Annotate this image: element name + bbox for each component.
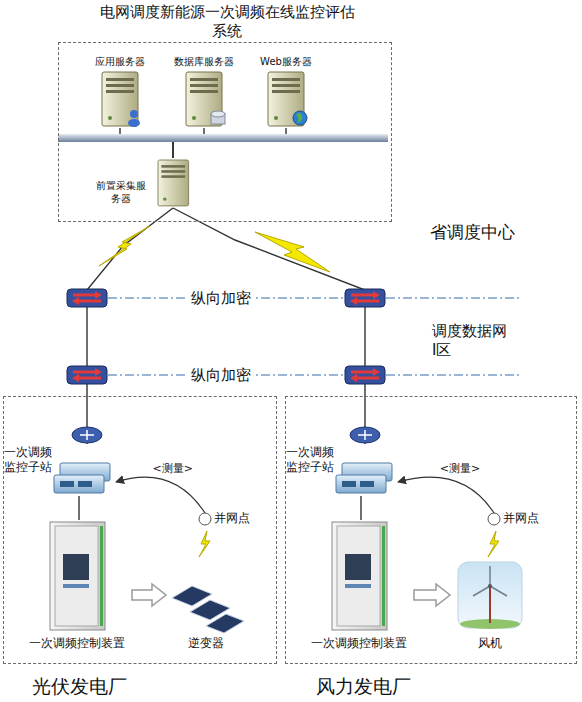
cabinet-icon bbox=[50, 522, 105, 630]
user-badge bbox=[130, 110, 138, 118]
connector-line bbox=[120, 128, 173, 158]
connector-line bbox=[116, 477, 205, 513]
turbine-sky bbox=[458, 562, 522, 628]
node-text: 数据库服务器 bbox=[172, 56, 236, 69]
node-text: 光伏发电厂 bbox=[32, 675, 172, 699]
solar-panel bbox=[206, 614, 244, 633]
connector-line bbox=[87, 208, 173, 444]
encryption-icon bbox=[67, 366, 107, 384]
connector-line bbox=[173, 128, 204, 158]
cabinet-icon bbox=[332, 522, 387, 630]
connector-line bbox=[173, 128, 286, 158]
node-text: 前置采集服 务器 bbox=[92, 180, 150, 205]
substation-icon bbox=[336, 463, 392, 493]
zone-line bbox=[108, 297, 520, 298]
connector-line bbox=[360, 496, 361, 520]
node-text: 电网调度新能源一次调频在线监控评估 系统 bbox=[95, 3, 359, 41]
web-server-icon bbox=[268, 72, 304, 126]
turbine-hub bbox=[488, 584, 492, 588]
node-text: 一次调频控制装置 bbox=[22, 636, 132, 651]
grid-point-circle bbox=[488, 513, 500, 525]
annotation-label: 省调度中心 bbox=[430, 222, 540, 243]
node-text: 一次调频 监控子站 bbox=[286, 445, 342, 475]
node-text: 并网点 bbox=[214, 511, 266, 526]
turbine-blades bbox=[473, 566, 507, 596]
db-badge bbox=[211, 111, 225, 117]
connector-line bbox=[78, 496, 79, 520]
node-text: 一次调频 监控子站 bbox=[4, 445, 60, 475]
node-text: 风机 bbox=[452, 636, 528, 651]
node-text: 逆变器 bbox=[168, 636, 244, 651]
block-arrow bbox=[414, 584, 450, 606]
front-server-icon bbox=[158, 160, 189, 206]
substation-icon bbox=[54, 463, 110, 493]
system-group: 电网调度新能源一次调频在线监控评估 系统应用服务器数据库服务器Web服务器前置采… bbox=[58, 42, 392, 222]
block-arrow bbox=[132, 584, 166, 606]
node-text: 一次调频控制装置 bbox=[304, 636, 414, 651]
router-icon bbox=[350, 427, 380, 443]
node-text: Web服务器 bbox=[254, 56, 318, 69]
node-text: 应用服务器 bbox=[88, 56, 152, 69]
globe-badge bbox=[293, 111, 307, 125]
signal-bolt bbox=[488, 531, 499, 557]
application-server-icon bbox=[102, 72, 138, 126]
node-text: 风力发电厂 bbox=[316, 675, 456, 699]
wireless-bolt bbox=[255, 232, 330, 272]
encryption-icon bbox=[345, 366, 385, 384]
connector-line bbox=[173, 208, 365, 444]
zone-line bbox=[108, 374, 520, 375]
server-bus bbox=[58, 134, 388, 142]
wireless-bolt bbox=[99, 226, 150, 266]
router-icon bbox=[72, 427, 102, 443]
user-badge bbox=[128, 119, 140, 127]
plant-group: 风力发电厂一次调频 监控子站并网点一次调频控制装置风机 bbox=[285, 396, 577, 664]
encryption-icon bbox=[67, 289, 107, 307]
edge-label: <测量> bbox=[148, 462, 198, 476]
grid-point-circle bbox=[199, 513, 211, 525]
node-text: 并网点 bbox=[503, 511, 555, 526]
globe-land bbox=[296, 113, 302, 123]
signal-bolt bbox=[199, 531, 210, 557]
annotation-label: 调度数据网 I区 bbox=[432, 322, 524, 360]
turbine-tower bbox=[489, 586, 491, 623]
edge-label: <测量> bbox=[435, 462, 485, 476]
connector-line bbox=[398, 477, 494, 513]
encryption-icon bbox=[345, 289, 385, 307]
